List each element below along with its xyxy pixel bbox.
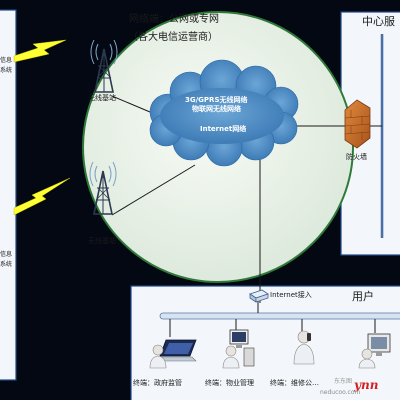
- center-panel-title: 中心服: [362, 15, 395, 28]
- user-panel-title: 用户: [352, 290, 374, 303]
- connection-lines: [111, 95, 382, 337]
- cloud-label-internet: Internet网络: [200, 125, 247, 133]
- person-desktop-icon: [222, 329, 255, 369]
- cloud-label-3g: 3G/GPRS无线网络: [185, 96, 248, 104]
- watermark-site: neducoo.com: [320, 389, 361, 396]
- person-phone-icon: [293, 330, 315, 365]
- terminal-gov-label: 终端：政府监管: [133, 379, 182, 387]
- terminal-property-label: 终端：物业管理: [205, 379, 254, 387]
- left-group-top-line1: 信息: [0, 57, 13, 64]
- network-title: 网络端：公网或专网: [129, 14, 219, 25]
- watermark-mark: 东东图: [334, 378, 353, 385]
- lightning-icon: [13, 39, 71, 216]
- person-monitor-icon: [358, 333, 391, 369]
- cloud-label-iot: 物联网无线网络: [192, 105, 241, 113]
- antenna-tower-icon: [89, 161, 117, 215]
- firewall-icon: [344, 99, 371, 149]
- left-group-bottom-line2: 系统: [0, 261, 13, 268]
- internet-access-label: Internet接入: [270, 291, 312, 299]
- firewall-label: 防火墙: [346, 153, 367, 161]
- terminal-repair-label: 终端：维修公…: [270, 379, 319, 387]
- router-icon: [249, 289, 269, 303]
- left-group-bottom-line1: 信息: [0, 251, 13, 258]
- left-info-panel: [0, 9, 17, 381]
- left-group-top-line2: 系统: [0, 67, 13, 74]
- watermark-brand: ynn: [354, 378, 379, 392]
- network-subtitle: （各大电信运营商）: [128, 32, 218, 43]
- cloud-icon: [149, 59, 299, 167]
- base-station-label: 无线基站: [88, 94, 116, 102]
- antenna-tower-icon: [90, 39, 118, 93]
- base-station-label: 无线基站: [88, 237, 116, 245]
- person-laptop-icon: [149, 339, 197, 369]
